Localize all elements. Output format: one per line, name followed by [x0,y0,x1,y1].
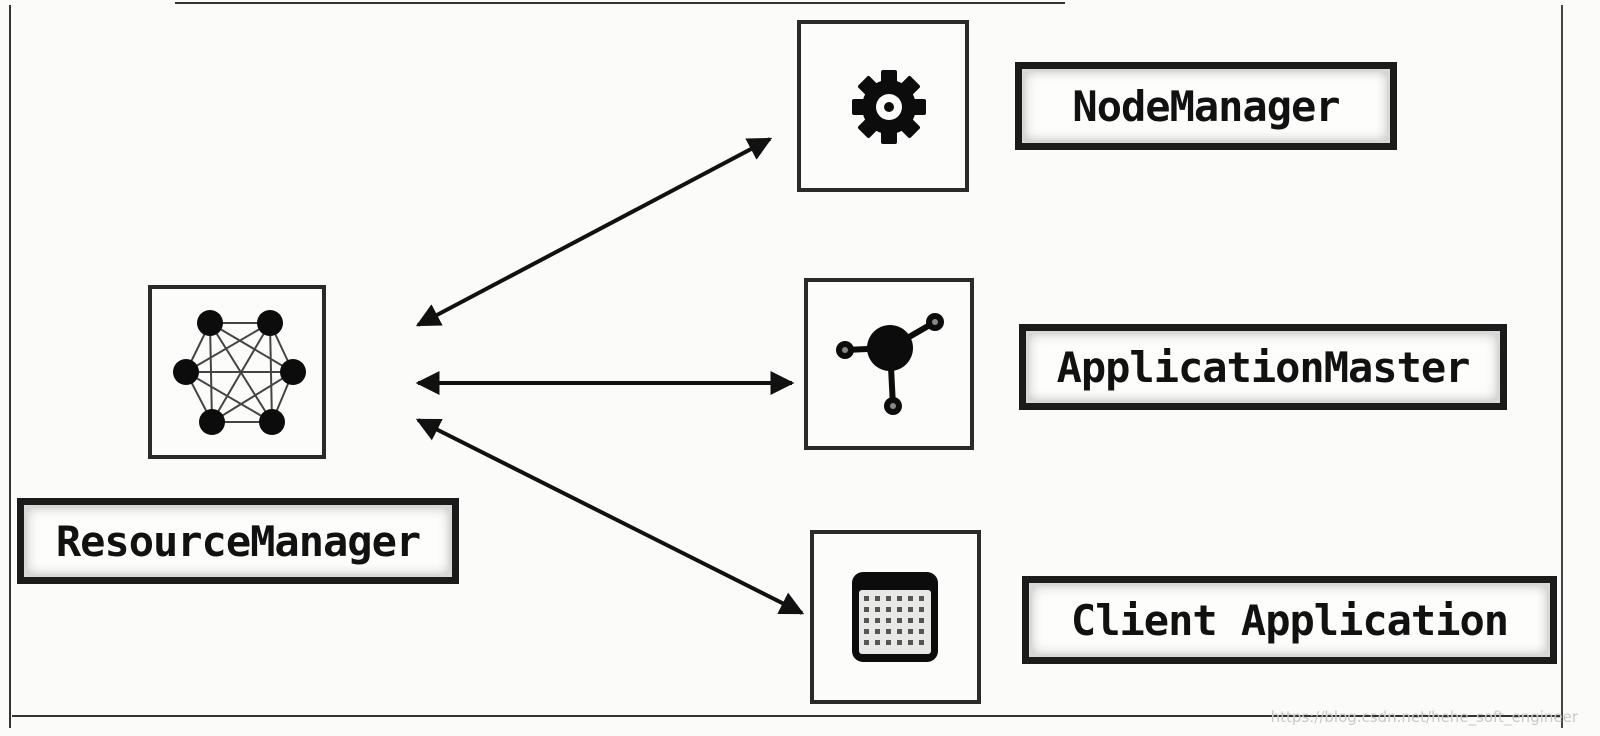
calendar-cell [908,607,913,612]
watermark-url: https://blog.csdn.net/hehe_soft_engineer [1270,708,1578,726]
arrow-rm-to-client-application [415,418,805,615]
calendar-cell [875,629,880,634]
calendar-cell [919,629,924,634]
calendar-cell [897,629,902,634]
calendar-cell [875,607,880,612]
calendar-cell [864,618,869,623]
calendar-cell [919,618,924,623]
calendar-cell [864,640,869,645]
calendar-cell [919,596,924,601]
calendar-cell [886,618,891,623]
calendar-cell [919,607,924,612]
calendar-cell [886,629,891,634]
calendar-cell [897,640,902,645]
calendar-cell [908,629,913,634]
calendar-cell [897,618,902,623]
calendar-cell [864,607,869,612]
arrow-rm-to-nodemanager [415,137,773,327]
calendar-cell [864,629,869,634]
calendar-cell [897,607,902,612]
calendar-cell [886,607,891,612]
client-application-label: Client Application [1022,576,1557,664]
application-master-icon-box [804,278,974,450]
gear-icon [852,70,926,144]
node-manager-icon-box [797,20,969,192]
molecule-icon [836,313,944,415]
application-master-label: ApplicationMaster [1019,324,1507,410]
calendar-cell [908,640,913,645]
client-application-icon-box [810,530,981,704]
node-manager-label: NodeManager [1015,62,1397,150]
calendar-grid-icon [852,572,938,662]
calendar-cell [864,596,869,601]
calendar-cell [897,596,902,601]
calendar-cell [919,640,924,645]
calendar-cell [875,640,880,645]
resource-manager-icon-box [148,285,326,459]
calendar-cell [875,596,880,601]
calendar-cell [908,618,913,623]
calendar-cell [908,596,913,601]
calendar-cell [886,640,891,645]
resource-manager-label: ResourceManager [17,498,459,584]
calendar-cell [875,618,880,623]
calendar-cell [886,596,891,601]
